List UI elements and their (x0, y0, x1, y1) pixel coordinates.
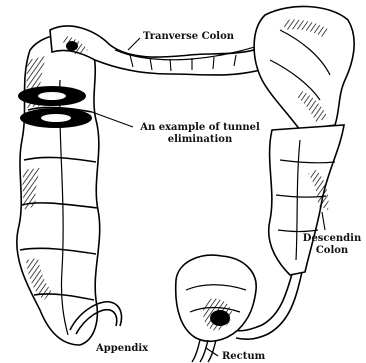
rectum-exit (192, 340, 216, 362)
label-tunnel-line2: elimination (135, 134, 265, 146)
label-descending-line2: Colon (298, 245, 366, 257)
label-tunnel-elimination: An example of tunnel elimination (135, 122, 265, 146)
label-transverse-colon: Tranverse Colon (143, 31, 234, 43)
transverse-leader (128, 38, 140, 50)
label-appendix: Appendix (96, 343, 148, 355)
label-descending-line1: Descendin (298, 233, 366, 245)
label-rectum: Rectum (222, 351, 265, 363)
label-tunnel-line1: An example of tunnel (135, 122, 265, 134)
tunnel-leader (92, 112, 133, 127)
descending-leader (322, 212, 325, 230)
label-descending-colon: Descendin Colon (298, 233, 366, 257)
rectum-dark-mass (210, 310, 230, 326)
